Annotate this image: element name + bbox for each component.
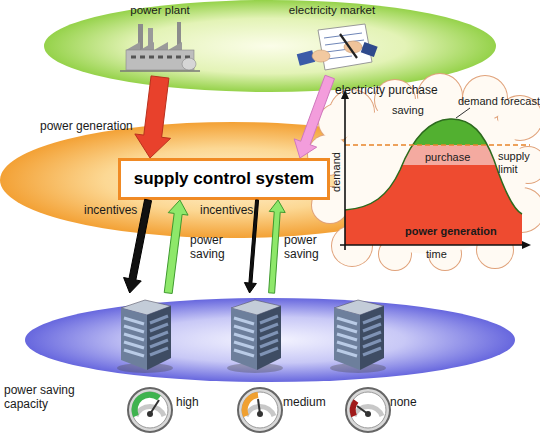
building-icon — [227, 300, 283, 373]
consumer-band — [25, 298, 515, 382]
gauge-icon — [257, 411, 263, 417]
edge-label: electricity purchase — [335, 84, 438, 98]
building-gauge: medium — [210, 293, 320, 433]
chart-label: power generation — [405, 225, 497, 238]
building-gauge: none — [310, 293, 420, 433]
building-gauge: high — [100, 293, 210, 433]
gauge-icon — [147, 411, 153, 417]
purchase-area — [345, 145, 522, 245]
power-plant-icon — [182, 58, 196, 70]
edge-label: power generation — [40, 120, 133, 134]
caption-label: power saving capacity — [4, 384, 84, 412]
edge-label: incentives — [84, 204, 137, 218]
gauge-icon — [128, 388, 172, 432]
building-icon — [117, 300, 173, 373]
x-axis — [340, 244, 524, 246]
market-icon — [340, 34, 357, 58]
chart-label: demand forecast — [458, 95, 540, 108]
chart-label: saving — [392, 104, 424, 117]
image-box: power plant — [118, 4, 202, 77]
supply-limit-line — [345, 144, 530, 146]
axis-label: time — [426, 248, 447, 261]
image-box: electricity market — [276, 4, 388, 77]
building-icon — [330, 300, 386, 373]
market-icon — [297, 24, 378, 70]
gauge-icon — [346, 388, 390, 432]
forecast-cloud — [308, 74, 540, 270]
gauge-icon — [238, 388, 282, 432]
gauge-icon — [346, 388, 390, 432]
process-box: supply control system — [118, 158, 330, 200]
power-plant-icon — [131, 56, 190, 59]
gauge-icon — [242, 392, 278, 428]
gauge-icon — [365, 411, 371, 417]
gauge-icon — [238, 388, 282, 432]
node-label: medium — [283, 396, 326, 410]
power-plant-icon — [126, 42, 194, 50]
y-axis-head — [341, 90, 349, 99]
edge-label: incentives — [200, 204, 253, 218]
gauge-icon — [128, 388, 390, 432]
gauge-icon — [135, 395, 159, 416]
node-label: high — [176, 396, 199, 410]
flow-arrow — [294, 75, 334, 158]
chart-label: supply limit — [498, 150, 538, 175]
flow-arrow — [244, 200, 258, 293]
forecast-cloud — [308, 74, 540, 270]
gauge-icon — [132, 392, 168, 428]
x-axis-head — [522, 241, 531, 249]
power-plant-icon — [120, 70, 200, 72]
market-icon — [312, 50, 330, 62]
gauge-icon — [354, 406, 382, 416]
demand-curve — [345, 119, 522, 214]
flow-arrow — [135, 76, 171, 158]
market-icon — [361, 42, 378, 57]
chart-label: purchase — [425, 151, 470, 164]
gauge-icon — [128, 388, 172, 432]
node-label: none — [390, 396, 417, 410]
flow-arrow — [164, 200, 188, 293]
generation-area — [345, 165, 522, 245]
power-plant-icon — [120, 22, 200, 71]
forecast-cloud — [334, 98, 526, 254]
flow-arrow — [124, 199, 152, 293]
y-axis — [344, 96, 346, 250]
flow-arrow — [269, 200, 286, 293]
gauge-icon — [350, 392, 386, 428]
forecast-leader — [456, 108, 470, 118]
demand-chart — [340, 90, 531, 250]
axis-label: demand — [330, 152, 343, 192]
node-label: supply control system — [134, 169, 314, 189]
node-label: power plant — [118, 4, 202, 17]
node-label: electricity market — [276, 4, 388, 17]
forecast-cloud — [308, 74, 540, 270]
building-icon — [117, 300, 386, 373]
gauge-icon — [245, 395, 258, 416]
saving-area — [345, 119, 522, 245]
edge-label: power saving — [284, 234, 332, 262]
gauge-icon — [136, 406, 164, 416]
gauge-icon — [353, 401, 356, 416]
edge-label: power saving — [190, 234, 238, 262]
